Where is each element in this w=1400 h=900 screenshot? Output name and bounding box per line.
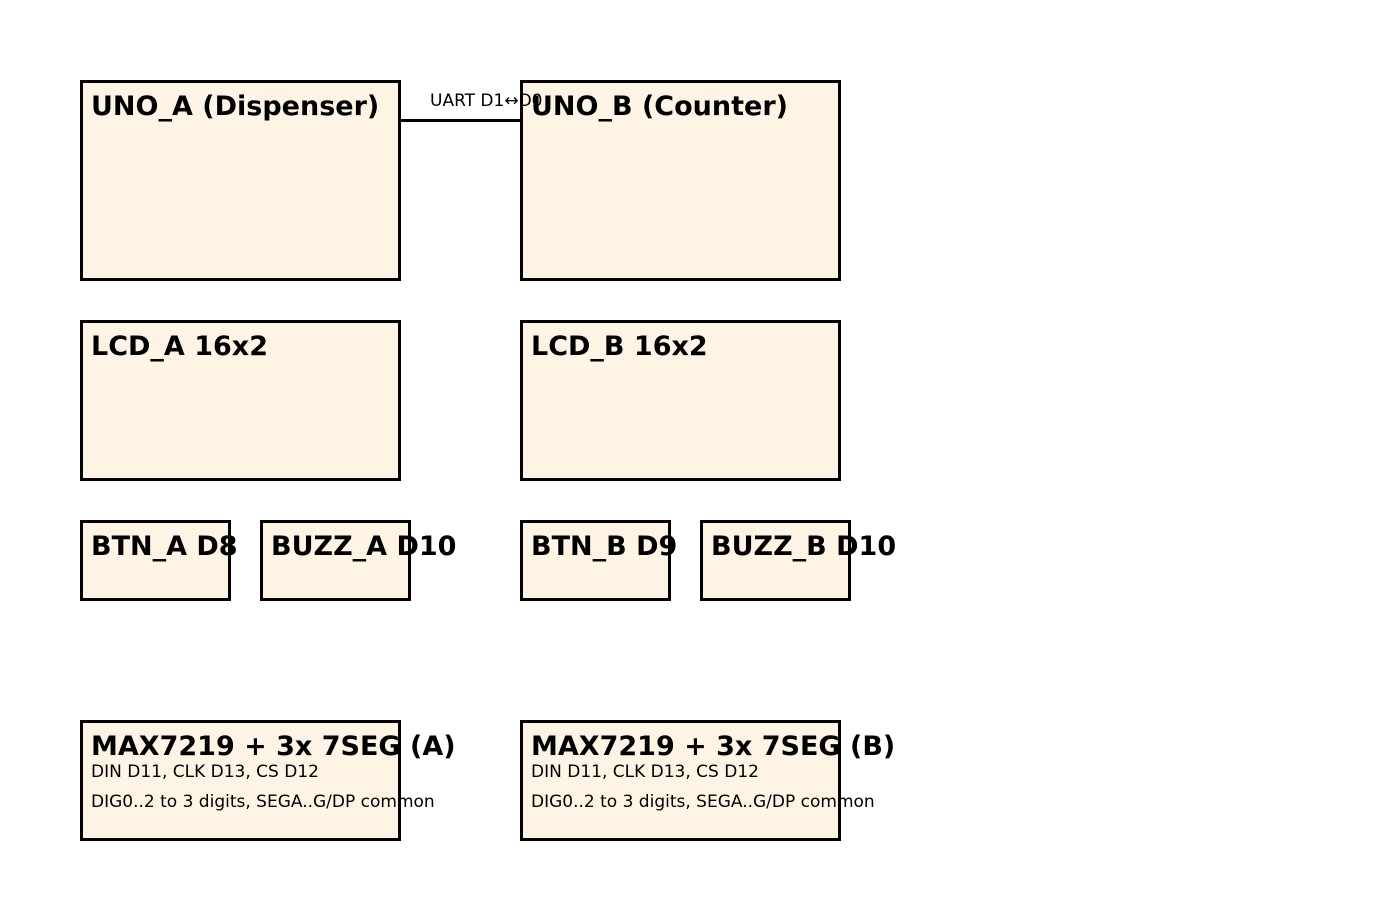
btn-a-title: BTN_A D8 (91, 531, 238, 562)
max7219-b-pin-note: DIN D11, CLK D13, CS D12 (531, 762, 759, 782)
uno-a-title: UNO_A (Dispenser) (91, 91, 380, 122)
buzz-b-block[interactable]: BUZZ_B D10 (700, 520, 896, 601)
lcd-a-title: LCD_A 16x2 (91, 331, 269, 362)
max7219-b-digit-note: DIG0..2 to 3 digits, SEGA..G/DP common (531, 792, 875, 812)
uart-connection-label: UART D1↔D0 (430, 91, 543, 111)
btn-b-block[interactable]: BTN_B D9 (520, 520, 677, 601)
max7219-a-title: MAX7219 + 3x 7SEG (A) (91, 731, 456, 762)
btn-b-title: BTN_B D9 (531, 531, 678, 562)
uno-a-block[interactable]: UNO_A (Dispenser) (80, 80, 401, 281)
uart-connection-line (400, 119, 521, 122)
buzz-a-title: BUZZ_A D10 (271, 531, 457, 562)
btn-a-block[interactable]: BTN_A D8 (80, 520, 238, 601)
buzz-b-title: BUZZ_B D10 (711, 531, 897, 562)
max7219-a-digit-note: DIG0..2 to 3 digits, SEGA..G/DP common (91, 792, 435, 812)
max7219-b-title: MAX7219 + 3x 7SEG (B) (531, 731, 896, 762)
lcd-a-block[interactable]: LCD_A 16x2 (80, 320, 401, 481)
lcd-b-block[interactable]: LCD_B 16x2 (520, 320, 841, 481)
buzz-a-block[interactable]: BUZZ_A D10 (260, 520, 456, 601)
max7219-a-pin-note: DIN D11, CLK D13, CS D12 (91, 762, 319, 782)
max7219-b-block[interactable]: MAX7219 + 3x 7SEG (B) DIN D11, CLK D13, … (520, 720, 895, 841)
uno-b-title: UNO_B (Counter) (531, 91, 788, 122)
uno-b-block[interactable]: UNO_B (Counter) (520, 80, 841, 281)
lcd-b-title: LCD_B 16x2 (531, 331, 708, 362)
max7219-a-block[interactable]: MAX7219 + 3x 7SEG (A) DIN D11, CLK D13, … (80, 720, 456, 841)
